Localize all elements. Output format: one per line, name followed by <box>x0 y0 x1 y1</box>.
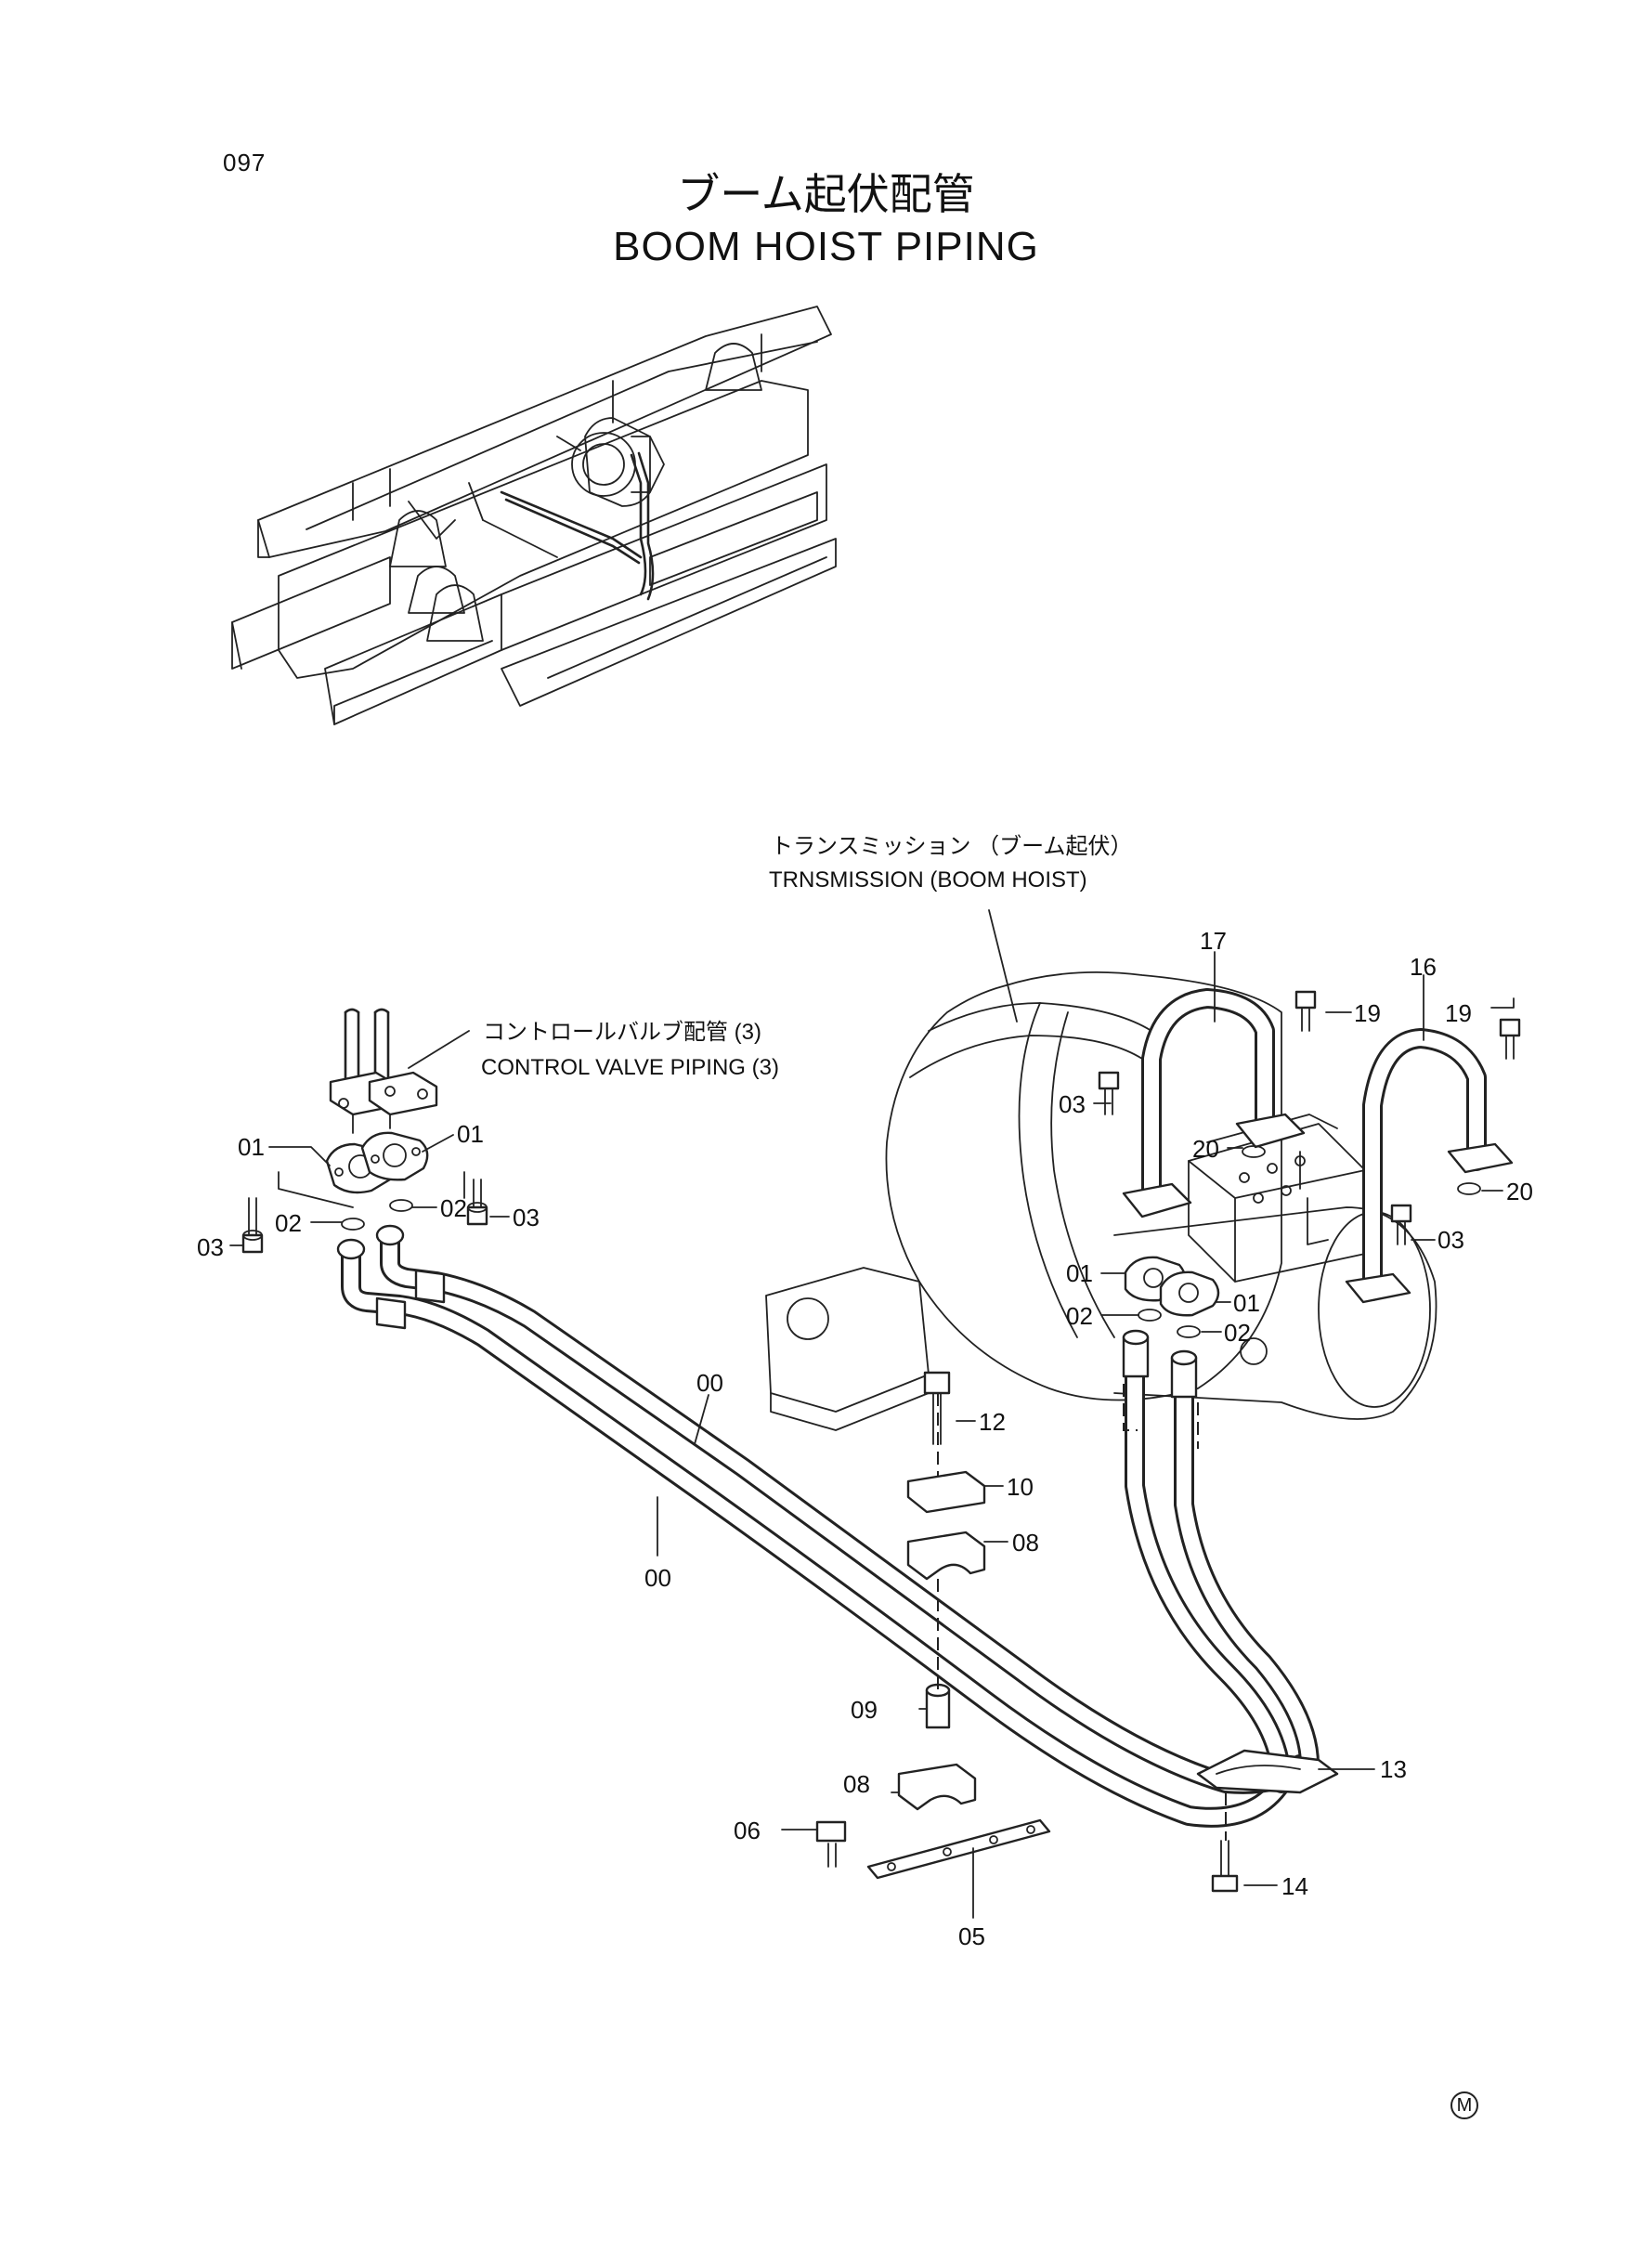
callout-08-b: 08 <box>843 1770 870 1798</box>
left-fittings <box>241 1131 488 1254</box>
callout-02-b: 02 <box>1224 1319 1251 1347</box>
callout-20-a: 20 <box>1192 1135 1219 1163</box>
page-number: 097 <box>223 149 267 176</box>
corner-mark-letter: M <box>1456 2095 1473 2116</box>
leader-lines <box>229 909 1515 1919</box>
title-japanese: ブーム起伏配管 <box>677 169 975 219</box>
callout-00-a: 00 <box>696 1369 723 1397</box>
callout-03-a: 03 <box>1059 1090 1086 1118</box>
tubes-16-17 <box>1122 988 1514 1304</box>
callout-03-b: 03 <box>1437 1226 1464 1254</box>
callout-02-c: 02 <box>275 1209 302 1237</box>
hoses-00 <box>336 1224 1310 1828</box>
callout-01-b: 01 <box>1233 1289 1260 1317</box>
note-control-valve-en: CONTROL VALVE PIPING (3) <box>481 1055 779 1080</box>
right-hoses <box>1122 1329 1320 1793</box>
callout-19-b: 19 <box>1445 999 1472 1027</box>
callout-00-b: 00 <box>644 1564 671 1592</box>
clamp-parts <box>815 1371 1339 1893</box>
note-control-valve-jp: コントロールバルブ配管 (3) <box>483 1020 761 1045</box>
title-english: BOOM HOIST PIPING <box>613 224 1039 269</box>
callout-17: 17 <box>1200 927 1227 955</box>
callout-13: 13 <box>1380 1755 1407 1783</box>
overview-sketch <box>231 306 837 725</box>
callout-06: 06 <box>734 1817 761 1844</box>
callout-01-c: 01 <box>238 1133 265 1161</box>
callout-20-b: 20 <box>1506 1178 1533 1205</box>
corner-mark-circle: M <box>1450 2091 1478 2119</box>
control-valve-piping <box>329 1008 438 1134</box>
callout-19-a: 19 <box>1354 999 1381 1027</box>
note-transmission-en: TRNSMISSION (BOOM HOIST) <box>769 867 1087 892</box>
callout-12: 12 <box>979 1408 1006 1436</box>
callout-03-c: 03 <box>197 1233 224 1261</box>
right-fittings <box>1098 990 1521 1338</box>
callout-02-d: 02 <box>440 1194 467 1222</box>
callout-05: 05 <box>958 1922 985 1950</box>
callout-09: 09 <box>851 1696 878 1724</box>
callout-03-d: 03 <box>513 1204 540 1231</box>
transmission-housing <box>765 971 1437 1431</box>
callout-16: 16 <box>1410 953 1437 981</box>
callout-08-a: 08 <box>1012 1529 1039 1557</box>
callout-02-a: 02 <box>1066 1302 1093 1330</box>
callout-01-a: 01 <box>1066 1259 1093 1287</box>
callout-10: 10 <box>1007 1473 1034 1501</box>
callout-14: 14 <box>1281 1872 1308 1900</box>
callout-01-d: 01 <box>457 1120 484 1148</box>
note-transmission-jp: トランスミッション （ブーム起伏） <box>771 834 1133 859</box>
